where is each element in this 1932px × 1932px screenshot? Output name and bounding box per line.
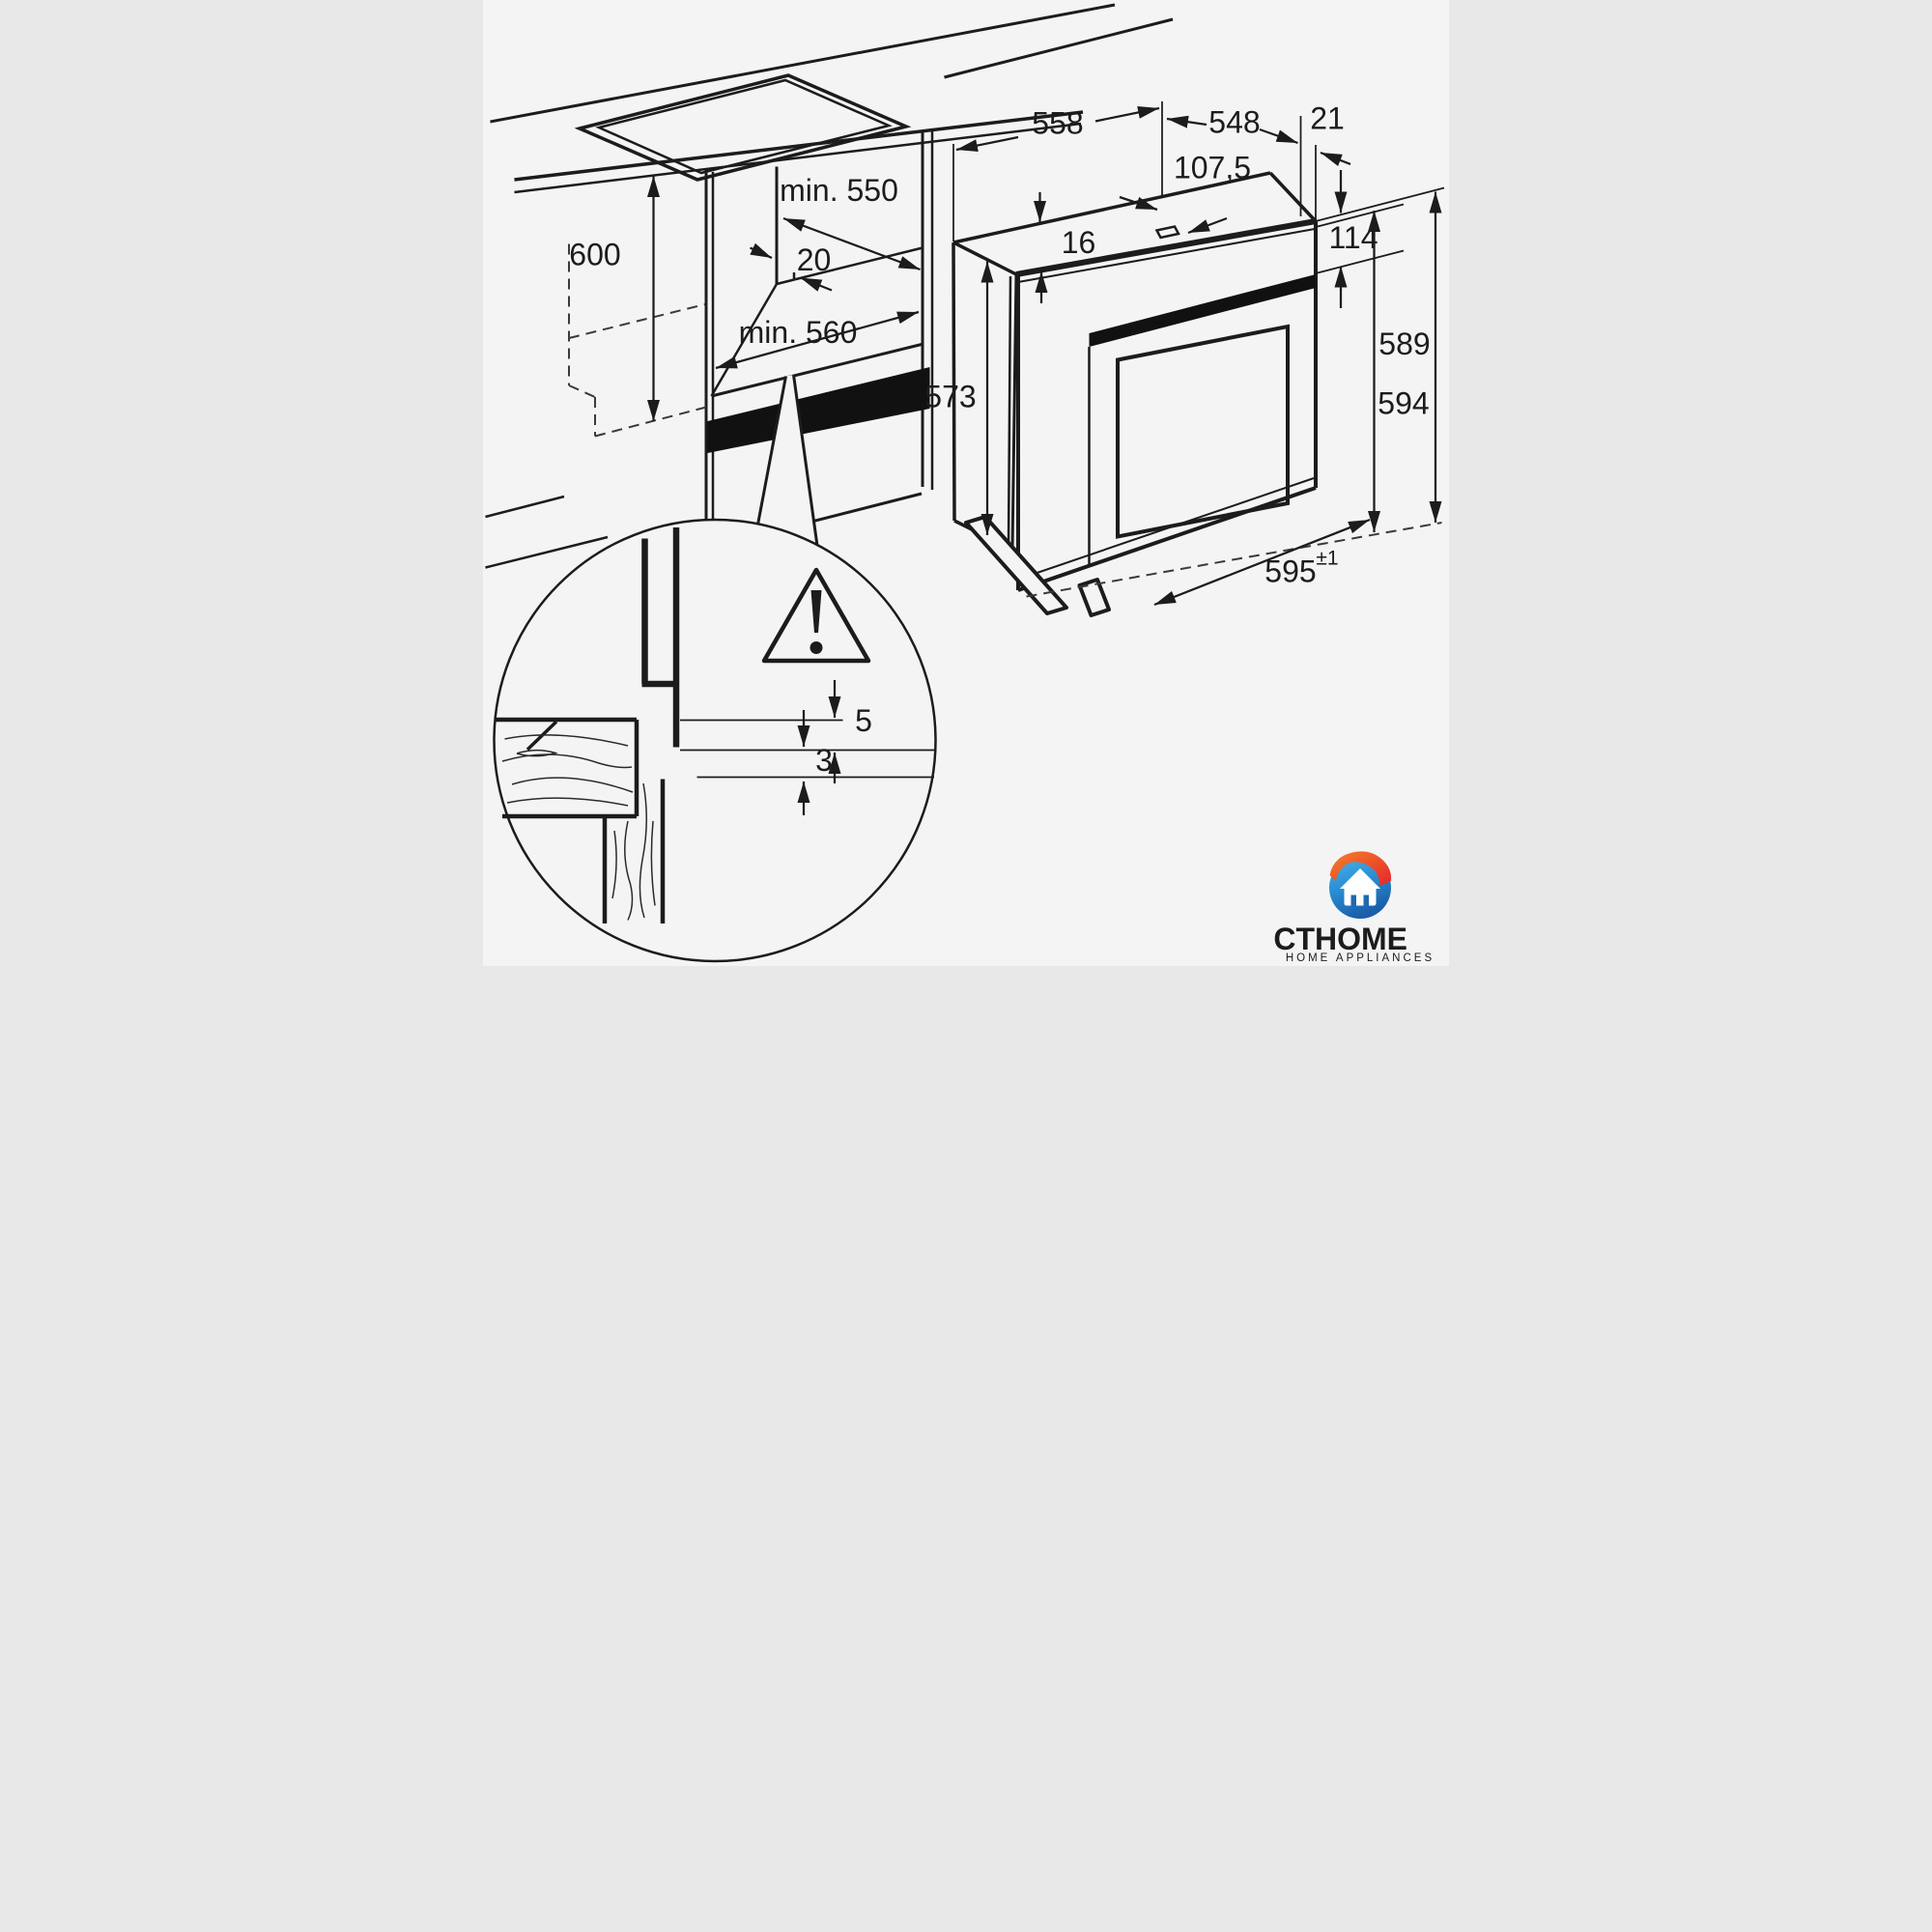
- label-niche-width: min. 560: [739, 315, 858, 350]
- oven-side-front-inner-edge: [1007, 275, 1012, 547]
- ext-band-top-right: [1315, 249, 1405, 274]
- label-control-panel-height: 114: [1328, 220, 1378, 255]
- label-trim-overhang: 21: [1310, 100, 1345, 135]
- dim-20-leader-a: [750, 242, 773, 260]
- countertop-front-edge-lower: [514, 122, 1082, 194]
- cooktop-cutout-inner: [595, 78, 893, 175]
- label-total-height: 594: [1378, 385, 1429, 420]
- countertop-front-edge: [514, 110, 1084, 182]
- plinth-black-bar: [707, 367, 930, 453]
- floor-line-upper: [485, 495, 565, 519]
- label-oven-top-width: 548: [1208, 104, 1260, 139]
- label-top-trim: 16: [1062, 225, 1096, 260]
- detail-circle-view: 5 3: [493, 518, 937, 963]
- oven-installation-diagram: 600 min. 550 20 min. 560: [483, 0, 1449, 966]
- label-cabinet-height: 600: [569, 237, 620, 271]
- oven-door-window: [1116, 324, 1290, 539]
- dim-548-right: [1259, 128, 1298, 145]
- label-front-width-tolerance: ±1: [1316, 548, 1338, 570]
- oven-top-back-edge: [952, 171, 1271, 244]
- dim-548-left: [1166, 115, 1208, 128]
- label-carcass-height: 573: [924, 379, 976, 413]
- label-front-width: 595: [1264, 554, 1316, 588]
- oven-top-front-edge: [1015, 218, 1317, 277]
- oven-top-vent-slot: [1154, 225, 1180, 240]
- wedge-fill: [756, 375, 817, 546]
- detail-circle: [493, 518, 937, 963]
- dim-595-line: [1153, 518, 1371, 607]
- dim-558-left: [955, 135, 1019, 152]
- logo-roof-swoosh: [1329, 851, 1392, 886]
- logo-icon: [1329, 851, 1392, 919]
- dim-20-leader-b: [800, 276, 833, 292]
- oven-back-left-edge: [952, 242, 956, 522]
- diagram-canvas: 600 min. 550 20 min. 560: [485, 3, 1445, 964]
- cooktop-cutout-outer: [574, 73, 912, 182]
- wood-panel-vertical: [602, 779, 666, 923]
- cthome-logo: CT HOME HOME APPLIANCES: [1273, 851, 1435, 964]
- wedge-left-edge: [754, 376, 787, 533]
- label-niche-depth: min. 550: [780, 173, 898, 208]
- dim-min550-line: [782, 216, 921, 271]
- dim-21-leader: [1320, 151, 1351, 167]
- detail-leader-wedge: [754, 374, 819, 547]
- warning-triangle-icon: [761, 567, 871, 664]
- dim-1075-leader-b: [1187, 216, 1228, 235]
- logo-text-ct: CT: [1273, 922, 1315, 956]
- oven-foot-left: [964, 515, 1068, 615]
- logo-text-home: HOME: [1315, 922, 1407, 956]
- wedge-right-edge: [792, 374, 819, 547]
- label-top-gap: 5: [855, 703, 872, 738]
- oven-top-right-edge: [1268, 171, 1318, 223]
- rear-spacer-step: [776, 272, 796, 286]
- logo-house-icon: [1340, 868, 1380, 906]
- label-front-height: 589: [1378, 327, 1430, 361]
- ext-oven-top-right: [1315, 186, 1445, 222]
- oven-top-trim-line: [1017, 228, 1316, 283]
- label-oven-depth: 558: [1032, 105, 1083, 140]
- oven-side-top-edge: [952, 241, 1017, 276]
- oven-foot-right: [1077, 578, 1111, 617]
- dim-min560-line: [715, 310, 920, 370]
- oven-drawing: 558 548 21 107,5 16 114 573 589 594 595 …: [924, 100, 1445, 617]
- wall-top-edge: [490, 3, 1116, 124]
- hidden-base-outline: [568, 243, 707, 438]
- floor-line-lower: [485, 535, 609, 569]
- countertop-back-edge: [944, 17, 1174, 79]
- dim-1075-leader-a: [1119, 195, 1158, 212]
- ext-frame-top-right: [1315, 203, 1405, 228]
- cabinet-drawing: 600 min. 550 20 min. 560: [485, 3, 1174, 569]
- logo-tagline: HOME APPLIANCES: [1286, 952, 1435, 964]
- label-bottom-gap: 3: [815, 743, 833, 778]
- label-vent-offset: 107,5: [1174, 150, 1251, 185]
- label-rear-gap: 20: [797, 242, 832, 277]
- control-panel-gap-band: [1089, 274, 1316, 347]
- dim-558-right: [1094, 106, 1160, 123]
- wood-board-horizontal: [501, 720, 639, 819]
- oven-side-front-edge: [1010, 273, 1018, 551]
